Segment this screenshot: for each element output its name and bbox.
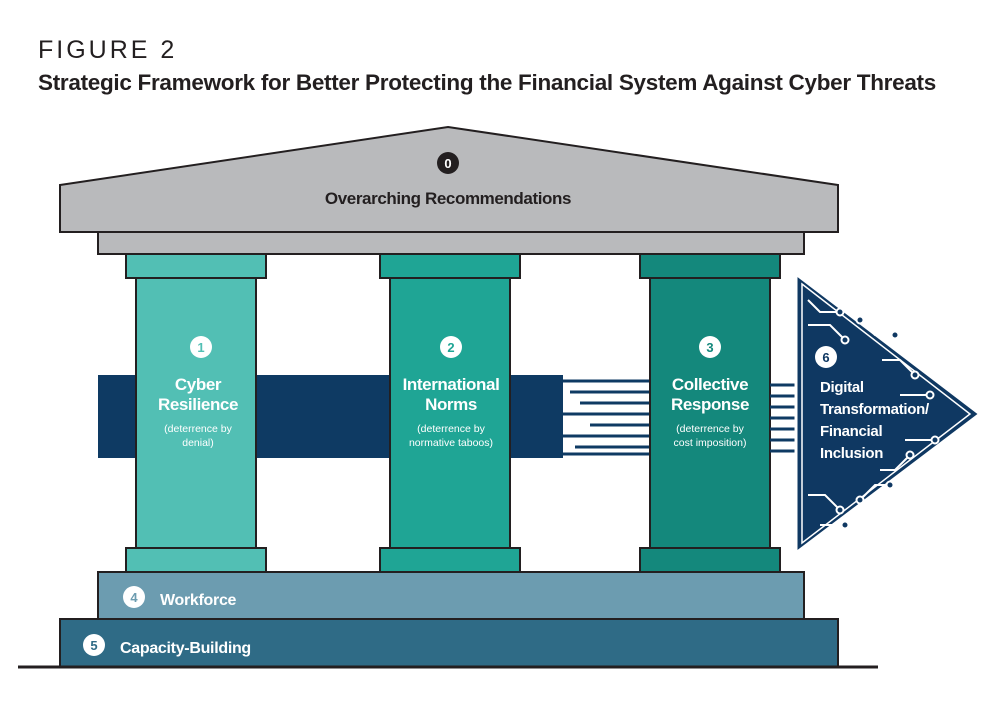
roof-label: Overarching Recommendations: [325, 189, 571, 208]
pillar-2-title-line2: Norms: [425, 395, 477, 414]
pillar-1-sub-line1: (deterrence by: [164, 423, 232, 435]
pillar-3-sub-line1: (deterrence by: [676, 423, 744, 435]
pillar-1-number-badge: [190, 336, 212, 358]
pillar-1-title-line2: Resilience: [158, 395, 238, 414]
speed-lines: [563, 379, 650, 456]
circuit-traces: [807, 299, 935, 526]
arrow-number: 6: [822, 350, 829, 365]
pillar-2: 2 International Norms (deterrence by nor…: [379, 253, 521, 573]
pillar-3-sub-line2: cost imposition): [674, 437, 747, 449]
pillar-2-sub-line1: (deterrence by: [417, 423, 485, 435]
pillar-1-title-line1: Cyber: [175, 375, 222, 394]
step-4-label: Workforce: [160, 592, 237, 609]
circuit-nodes: [835, 307, 940, 530]
pillar-2-sub-line2: normative taboos): [409, 437, 493, 449]
pillar-1-sub-line2: denial): [182, 437, 214, 449]
arrow-number-badge: [815, 346, 837, 368]
arrow-label-line2: Transformation/: [820, 401, 930, 418]
roof-number-badge: [437, 152, 459, 174]
pillar-3-title-line2: Response: [671, 395, 749, 414]
roof: 0 Overarching Recommendations: [59, 125, 839, 255]
pillar-2-title-line1: International: [403, 375, 500, 394]
step-5-number: 5: [90, 638, 97, 653]
figure-title: Strategic Framework for Better Protectin…: [38, 70, 936, 95]
step-workforce: 4 Workforce: [97, 571, 805, 620]
arrow-label-line1: Digital: [820, 379, 864, 396]
digital-transformation-arrow: 6 Digital Transformation/ Financial Incl…: [794, 270, 983, 557]
step-4-number: 4: [130, 590, 138, 605]
arrow-label-line4: Inclusion: [820, 445, 883, 462]
pillar-2-number: 2: [447, 340, 454, 355]
step-4-number-badge: [123, 586, 145, 608]
pillar-3-title-line1: Collective: [672, 375, 748, 394]
step-capacity-building: 5 Capacity-Building: [59, 618, 839, 668]
step-5-number-badge: [83, 634, 105, 656]
arrow-label-line3: Financial: [820, 423, 882, 440]
roof-number: 0: [444, 156, 451, 171]
figure-label: FIGURE 2: [38, 36, 178, 64]
pillar-2-number-badge: [440, 336, 462, 358]
pillar-1-number: 1: [197, 340, 204, 355]
pillar-3-number: 3: [706, 340, 713, 355]
pillar-1: 1 Cyber Resilience (deterrence by denial…: [125, 253, 267, 573]
step-5-label: Capacity-Building: [120, 640, 251, 657]
pillar-3-number-badge: [699, 336, 721, 358]
pillar-3: 3 Collective Response (deterrence by cos…: [639, 253, 781, 573]
